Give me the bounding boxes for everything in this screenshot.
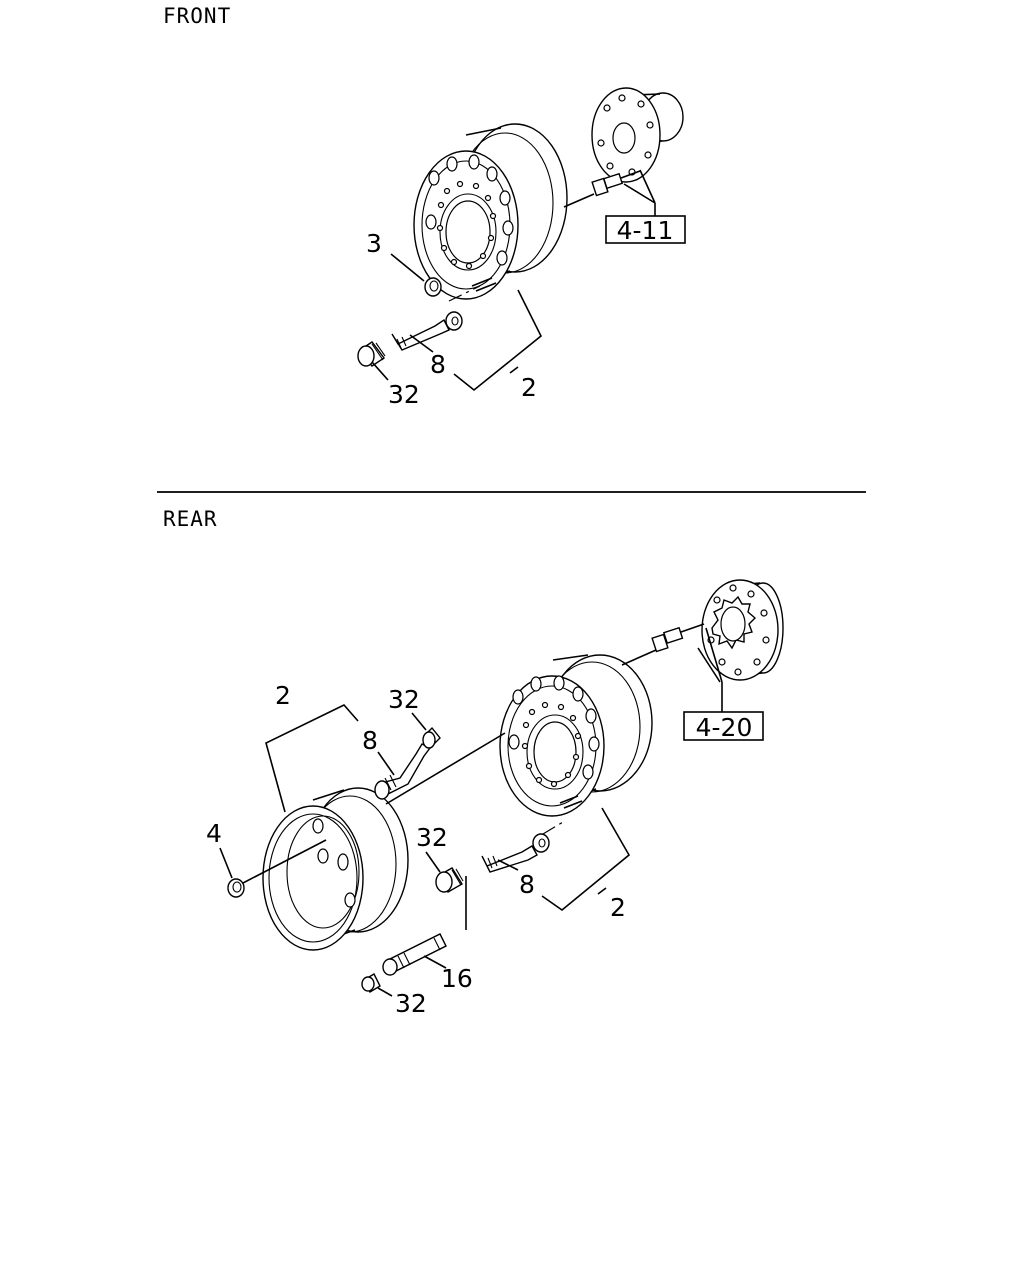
rear-leader-ref bbox=[697, 627, 723, 712]
rear-reference-box[interactable]: 4-20 bbox=[683, 711, 764, 742]
rear-leader-16 bbox=[423, 955, 447, 969]
rear-callout-4: 4 bbox=[206, 819, 222, 848]
front-valve-extension bbox=[391, 311, 463, 351]
front-leader-ref bbox=[623, 169, 656, 216]
front-valve-cap bbox=[357, 341, 386, 367]
rear-leader-2-outer bbox=[265, 704, 359, 813]
rear-valve-extension-straight bbox=[382, 933, 447, 976]
rear-section-label: REAR bbox=[163, 507, 218, 531]
front-hub bbox=[591, 87, 684, 183]
front-leader-8 bbox=[409, 334, 434, 353]
front-section: FRONT bbox=[163, 4, 686, 409]
front-leader-32 bbox=[371, 361, 389, 381]
rear-callout-32-top: 32 bbox=[388, 685, 420, 714]
front-leader-2 bbox=[453, 289, 543, 392]
rear-callout-32-mid: 32 bbox=[416, 823, 448, 852]
rear-leader-2-inner bbox=[541, 807, 631, 912]
front-wheel bbox=[413, 123, 568, 300]
rear-callout-2-outer: 2 bbox=[275, 681, 291, 710]
rear-inner-wheel bbox=[499, 654, 653, 817]
front-callout-2: 2 bbox=[521, 373, 537, 402]
rear-valve-extension-inner bbox=[481, 833, 550, 873]
rear-leader-8-top bbox=[377, 751, 395, 776]
rear-hub bbox=[701, 579, 784, 681]
rear-hub-bolt bbox=[651, 623, 705, 653]
front-wheel-nut bbox=[424, 277, 442, 297]
rear-leader-32-bottom bbox=[377, 987, 393, 997]
rear-axis-line-hub bbox=[621, 649, 657, 666]
rear-callout-8-inner: 8 bbox=[519, 870, 535, 899]
rear-callout-2-inner: 2 bbox=[610, 893, 626, 922]
front-reference-box[interactable]: 4-11 bbox=[605, 215, 686, 245]
rear-leader-32-mid bbox=[425, 851, 441, 873]
front-callout-8: 8 bbox=[430, 350, 446, 379]
rear-valve-cap-top bbox=[422, 726, 441, 749]
rear-valve-centerline-inner bbox=[542, 821, 564, 835]
rear-axis-line-nut bbox=[242, 839, 327, 884]
rear-callout-8-top: 8 bbox=[362, 726, 378, 755]
rear-outer-wheel bbox=[262, 787, 409, 951]
front-callout-32: 32 bbox=[388, 380, 420, 409]
rear-section: REAR bbox=[163, 507, 784, 1018]
rear-reference-label: 4-20 bbox=[696, 713, 753, 742]
rear-leader-8-inner bbox=[497, 859, 519, 871]
rear-valve-cap-bottom bbox=[361, 973, 381, 993]
rear-callout-32-bottom: 32 bbox=[395, 989, 427, 1018]
rear-valve-extension-top bbox=[374, 743, 432, 800]
rear-leader-32-top bbox=[411, 712, 427, 731]
front-section-label: FRONT bbox=[163, 4, 231, 28]
front-axis-line bbox=[563, 193, 595, 208]
front-reference-label: 4-11 bbox=[617, 216, 674, 245]
rear-callout-16: 16 bbox=[441, 964, 473, 993]
front-valve-centerline bbox=[448, 285, 481, 302]
rear-valve-cap-mid bbox=[435, 867, 464, 893]
front-hub-bolt bbox=[591, 170, 641, 197]
front-leader-3 bbox=[390, 253, 425, 282]
front-callout-3: 3 bbox=[366, 229, 382, 258]
rear-wheel-nut bbox=[227, 878, 245, 898]
rear-leader-4 bbox=[219, 847, 233, 879]
rear-axis-line-outer bbox=[385, 732, 506, 805]
